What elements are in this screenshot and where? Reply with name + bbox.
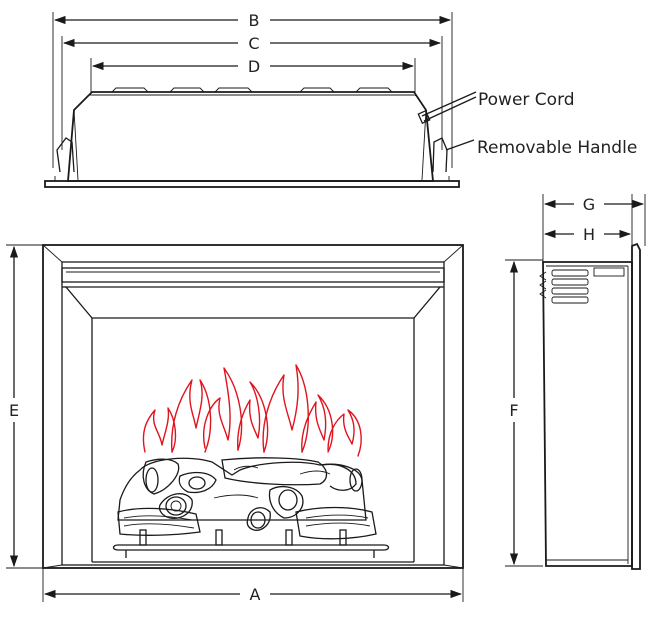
firebox-top-body	[67, 87, 434, 182]
removable-handle-right	[432, 137, 448, 173]
firebox-side-body	[539, 242, 641, 570]
log-set	[117, 457, 377, 540]
dimension-label-f: F	[509, 401, 518, 420]
front-view: E A	[6, 244, 464, 604]
log-grate	[112, 529, 390, 558]
side-view: G H	[505, 194, 646, 570]
dimension-label-b: B	[249, 11, 260, 30]
dimension-f: F	[509, 260, 519, 566]
power-cord-label: Power Cord	[478, 90, 575, 110]
dimension-b: B	[53, 11, 452, 30]
dimension-a: A	[43, 585, 463, 604]
dimension-label-e: E	[9, 401, 19, 420]
top-view: B C D	[44, 11, 637, 188]
power-cord	[417, 91, 477, 125]
removable-handle-left	[56, 137, 75, 173]
dimension-d: D	[91, 57, 415, 76]
dimension-label-g: G	[583, 195, 595, 214]
removable-handle-label: Removable Handle	[477, 138, 637, 158]
dimension-h: H	[543, 225, 632, 244]
dimension-label-d: D	[248, 57, 260, 76]
dimension-label-c: C	[248, 34, 259, 53]
dimension-c: C	[62, 34, 442, 53]
firebox-top-flange	[44, 176, 460, 188]
dimension-e: E	[9, 245, 19, 568]
dimension-label-h: H	[583, 225, 595, 244]
dimension-label-a: A	[250, 585, 261, 604]
flame-art	[142, 364, 362, 457]
dimension-g: G	[543, 195, 645, 214]
